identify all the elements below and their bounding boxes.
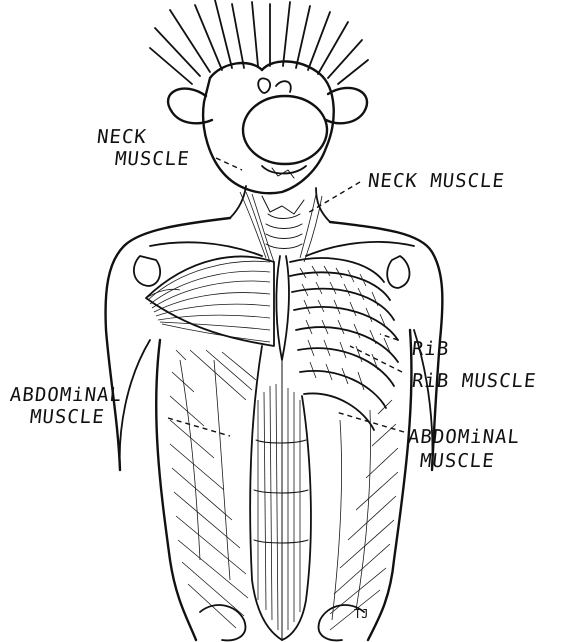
label-rib: RiB bbox=[411, 338, 451, 360]
label-neck-muscle-right: NECK MUSCLE bbox=[367, 170, 506, 192]
label-abdominal-right-line2: MUSCLE bbox=[419, 450, 496, 472]
neck-muscle-strands bbox=[240, 192, 322, 262]
label-abdominal-left-line2: MUSCLE bbox=[29, 406, 106, 428]
label-neck-muscle-left-line1: NECK bbox=[96, 126, 148, 148]
neck bbox=[230, 186, 330, 249]
pectoral-outline bbox=[146, 257, 274, 346]
label-rib-muscle: RiB MUSCLE bbox=[411, 370, 538, 392]
rectus-abdominis bbox=[250, 346, 311, 640]
oblique-left bbox=[170, 350, 256, 628]
head bbox=[168, 61, 367, 193]
leader-lines bbox=[168, 158, 404, 436]
label-neck-muscle-left-line2: MUSCLE bbox=[114, 148, 191, 170]
ribs bbox=[290, 258, 398, 430]
label-abdominal-left-line1: ABDOMiNAL bbox=[9, 384, 123, 406]
sternum bbox=[276, 256, 289, 380]
artist-signature: TJ bbox=[354, 607, 368, 621]
hair-spikes bbox=[150, 0, 368, 84]
label-abdominal-right-line1: ABDOMiNAL bbox=[407, 426, 521, 448]
